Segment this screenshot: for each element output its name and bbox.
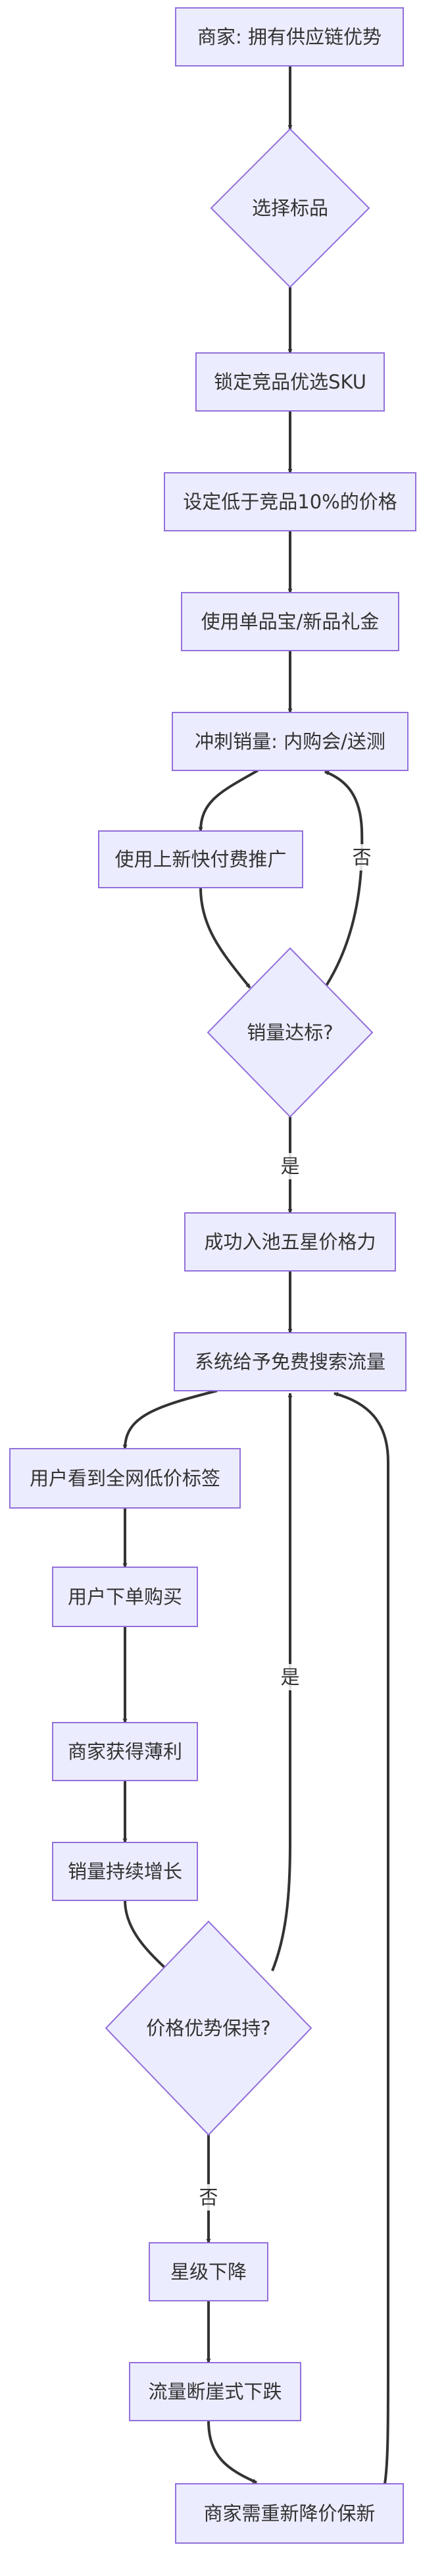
svg-text:使用上新快付费推广: 使用上新快付费推广: [114, 848, 286, 871]
svg-text:是: 是: [280, 1666, 299, 1688]
edge-n18-n10: [333, 1392, 389, 2484]
edge-n10-n11: [122, 1389, 218, 1450]
edge-label-yes-2: 是: [278, 1664, 302, 1690]
node-free-search-traffic: 系统给予免费搜索流量: [174, 1332, 407, 1391]
node-sprint-sales: 冲刺销量: 内购会/送测: [172, 712, 409, 771]
edge-labels: 否 是 是 否: [197, 844, 374, 2211]
edge-n14-n15: [124, 1900, 170, 1972]
node-choose-standard-product: 选择标品: [210, 128, 370, 288]
svg-text:星级下降: 星级下降: [170, 2261, 247, 2283]
edge-n7-n8: [199, 887, 251, 989]
svg-text:商家: 拥有供应链优势: 商家: 拥有供应链优势: [197, 26, 382, 48]
svg-text:是: 是: [280, 1155, 299, 1177]
svg-text:销量持续增长: 销量持续增长: [68, 1860, 182, 1883]
node-enter-five-star-pool: 成功入池五星价格力: [184, 1212, 396, 1272]
svg-text:系统给予免费搜索流量: 系统给予免费搜索流量: [195, 1351, 385, 1373]
edge-label-yes-1: 是: [278, 1153, 302, 1179]
svg-text:否: 否: [352, 846, 371, 869]
svg-text:流量断崖式下跌: 流量断崖式下跌: [148, 2380, 282, 2403]
edge-n17-n18: [207, 2420, 258, 2484]
svg-text:用户看到全网低价标签: 用户看到全网低价标签: [30, 1467, 220, 1489]
svg-text:锁定竞品优选SKU: 锁定竞品优选SKU: [214, 371, 366, 393]
svg-text:设定低于竞品10%的价格: 设定低于竞品10%的价格: [183, 491, 397, 513]
edge-n8-n6: [324, 770, 364, 989]
edge-n15-n10: [271, 1392, 293, 1972]
node-supply-chain-advantage: 商家: 拥有供应链优势: [175, 7, 404, 67]
svg-text:销量达标?: 销量达标?: [247, 1021, 333, 1044]
svg-text:用户下单购买: 用户下单购买: [68, 1586, 182, 1608]
svg-text:使用单品宝/新品礼金: 使用单品宝/新品礼金: [201, 610, 380, 633]
svg-text:否: 否: [199, 2186, 218, 2209]
node-paid-promotion: 使用上新快付费推广: [98, 830, 303, 888]
node-user-places-order: 用户下单购买: [52, 1567, 198, 1627]
edge-label-no-2: 否: [197, 2184, 220, 2211]
node-traffic-cliff-drop: 流量断崖式下跌: [129, 2362, 301, 2421]
svg-text:冲刺销量: 内购会/送测: 冲刺销量: 内购会/送测: [195, 730, 385, 753]
svg-text:价格优势保持?: 价格优势保持?: [146, 2017, 270, 2039]
node-star-rating-drop: 星级下降: [149, 2242, 268, 2301]
edge-label-no-1: 否: [350, 844, 374, 871]
node-merchant-reprice: 商家需重新降价保新: [175, 2483, 404, 2544]
svg-text:商家需重新降价保新: 商家需重新降价保新: [203, 2502, 375, 2525]
edges: [122, 66, 389, 2484]
nodes: 商家: 拥有供应链优势 选择标品 锁定竞品优选SKU 设定低于竞品10%的价格 …: [9, 7, 416, 2544]
node-merchant-thin-profit: 商家获得薄利: [52, 1722, 198, 1781]
node-sales-target-decision: 销量达标?: [207, 947, 374, 1118]
edge-n6-n7: [198, 769, 259, 832]
svg-text:成功入池五星价格力: 成功入池五星价格力: [204, 1231, 376, 1253]
node-lock-competitor-sku: 锁定竞品优选SKU: [195, 352, 385, 412]
node-sales-keep-growing: 销量持续增长: [52, 1842, 198, 1901]
node-price-advantage-decision: 价格优势保持?: [105, 1920, 312, 2136]
node-user-sees-low-price-tag: 用户看到全网低价标签: [9, 1448, 241, 1509]
node-use-single-item-promo: 使用单品宝/新品礼金: [181, 592, 399, 651]
svg-text:商家获得薄利: 商家获得薄利: [68, 1740, 182, 1763]
svg-text:选择标品: 选择标品: [252, 197, 328, 219]
node-set-lower-price: 设定低于竞品10%的价格: [164, 472, 416, 531]
